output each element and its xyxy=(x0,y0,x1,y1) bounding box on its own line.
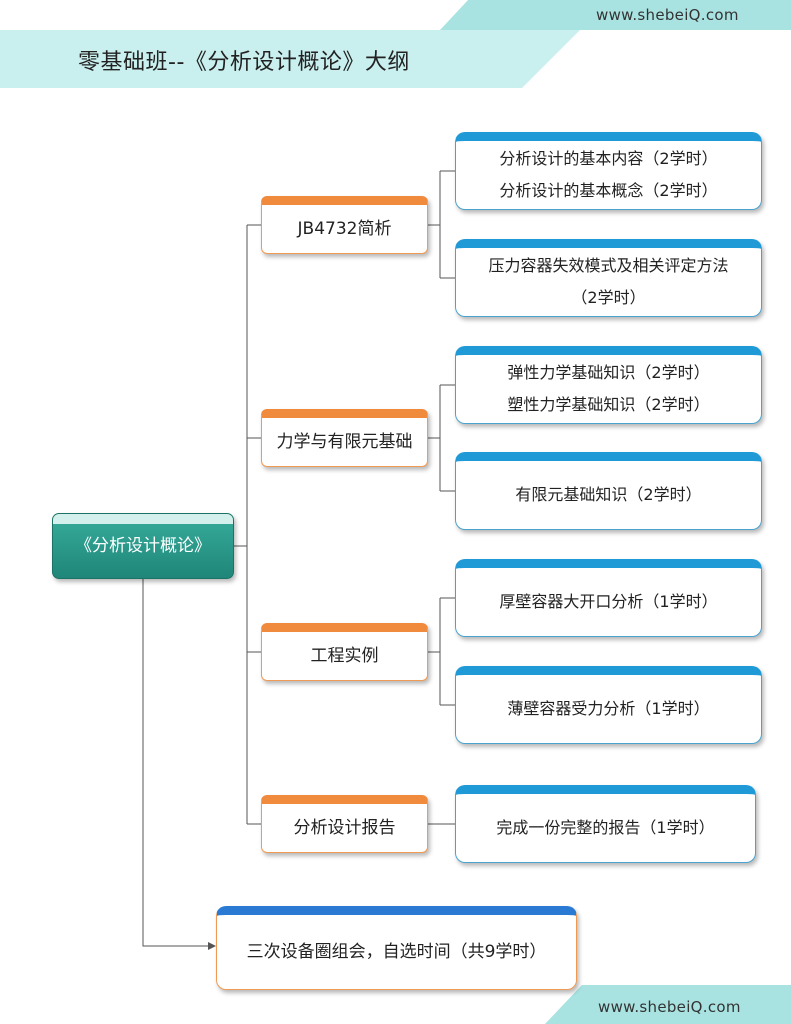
category-mechanics-fem[interactable]: 力学与有限元基础 xyxy=(261,409,428,467)
topic-thin-wall[interactable]: 薄壁容器受力分析（1学时） xyxy=(455,666,762,744)
topic-line: （2学时） xyxy=(571,288,646,307)
category-label: 分析设计报告 xyxy=(293,818,396,838)
footer-banner xyxy=(545,985,791,1024)
topic-full-report[interactable]: 完成一份完整的报告（1学时） xyxy=(455,785,756,863)
topic-line: 有限元基础知识（2学时） xyxy=(515,485,702,504)
topic-line: 塑性力学基础知识（2学时） xyxy=(507,395,710,414)
header-banner xyxy=(0,30,580,88)
category-label: 工程实例 xyxy=(310,646,379,666)
meeting-node[interactable]: 三次设备圈组会，自选时间（共9学时） xyxy=(216,906,577,990)
topic-line: 薄壁容器受力分析（1学时） xyxy=(507,699,710,718)
topic-line: 分析设计的基本内容（2学时） xyxy=(499,149,718,168)
header-strip xyxy=(440,0,791,30)
category-label: 力学与有限元基础 xyxy=(276,432,413,452)
category-label: JB4732简析 xyxy=(297,219,392,239)
topic-line: 完成一份完整的报告（1学时） xyxy=(496,818,715,837)
topic-thick-wall[interactable]: 厚壁容器大开口分析（1学时） xyxy=(455,559,762,637)
site-url-bottom[interactable]: www.shebeiQ.com xyxy=(598,998,741,1016)
topic-failure-modes[interactable]: 压力容器失效模式及相关评定方法 （2学时） xyxy=(455,239,762,317)
category-jb4732[interactable]: JB4732简析 xyxy=(261,196,428,254)
meeting-label: 三次设备圈组会，自选时间（共9学时） xyxy=(246,942,547,962)
topic-elastic-plastic[interactable]: 弹性力学基础知识（2学时） 塑性力学基础知识（2学时） xyxy=(455,346,762,424)
category-engineering-cases[interactable]: 工程实例 xyxy=(261,623,428,681)
topic-line: 分析设计的基本概念（2学时） xyxy=(499,181,718,200)
root-label: 《分析设计概论》 xyxy=(75,536,211,556)
root-node[interactable]: 《分析设计概论》 xyxy=(52,513,234,579)
site-url-top[interactable]: www.shebeiQ.com xyxy=(596,6,739,24)
topic-basics[interactable]: 分析设计的基本内容（2学时） 分析设计的基本概念（2学时） xyxy=(455,132,762,210)
topic-line: 弹性力学基础知识（2学时） xyxy=(507,363,710,382)
category-design-report[interactable]: 分析设计报告 xyxy=(261,795,428,853)
topic-line: 厚壁容器大开口分析（1学时） xyxy=(499,592,718,611)
page-title: 零基础班--《分析设计概论》大纲 xyxy=(78,50,410,75)
topic-line: 压力容器失效模式及相关评定方法 xyxy=(488,256,729,275)
topic-fem-basics[interactable]: 有限元基础知识（2学时） xyxy=(455,452,762,530)
